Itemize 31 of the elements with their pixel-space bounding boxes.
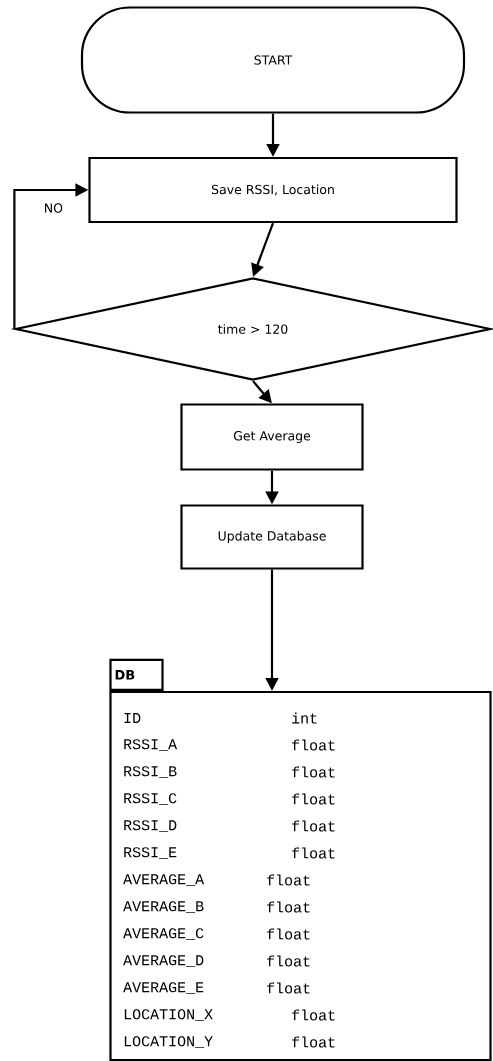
- field-type: float: [267, 955, 310, 967]
- edge-label: NO: [42, 202, 64, 214]
- field-type: float: [292, 793, 335, 805]
- field-type: float: [292, 739, 335, 751]
- field-name: AVERAGE_E: [123, 982, 204, 994]
- field-type: float: [267, 982, 310, 994]
- process-box: Update Database: [180, 504, 364, 570]
- field-type: float: [292, 1009, 335, 1021]
- field-name: AVERAGE_A: [123, 874, 205, 886]
- process-box: Get Average: [180, 403, 364, 471]
- field-type: float: [292, 1036, 335, 1048]
- field-type: float: [267, 874, 310, 886]
- field-name: RSSI_B: [124, 766, 177, 778]
- field-name: RSSI_A: [124, 739, 178, 751]
- field-name: LOCATION_Y: [124, 1036, 213, 1048]
- field-name: RSSI_E: [124, 847, 177, 859]
- field-type: float: [267, 928, 310, 940]
- field-type: float: [267, 901, 310, 913]
- field-type: float: [292, 766, 335, 778]
- field-name: AVERAGE_D: [123, 955, 204, 967]
- field-type: float: [292, 820, 335, 832]
- field-name: ID: [124, 713, 141, 723]
- field-type: int: [292, 712, 317, 724]
- field-name: RSSI_C: [124, 793, 177, 805]
- field-type: float: [292, 847, 335, 859]
- field-name: AVERAGE_B: [123, 901, 204, 913]
- field-name: RSSI_D: [124, 820, 177, 832]
- field-name: LOCATION_X: [124, 1009, 213, 1021]
- field-name: AVERAGE_C: [123, 928, 204, 940]
- process-box: Save RSSI, Location: [88, 156, 458, 224]
- node-label: DB: [115, 670, 135, 680]
